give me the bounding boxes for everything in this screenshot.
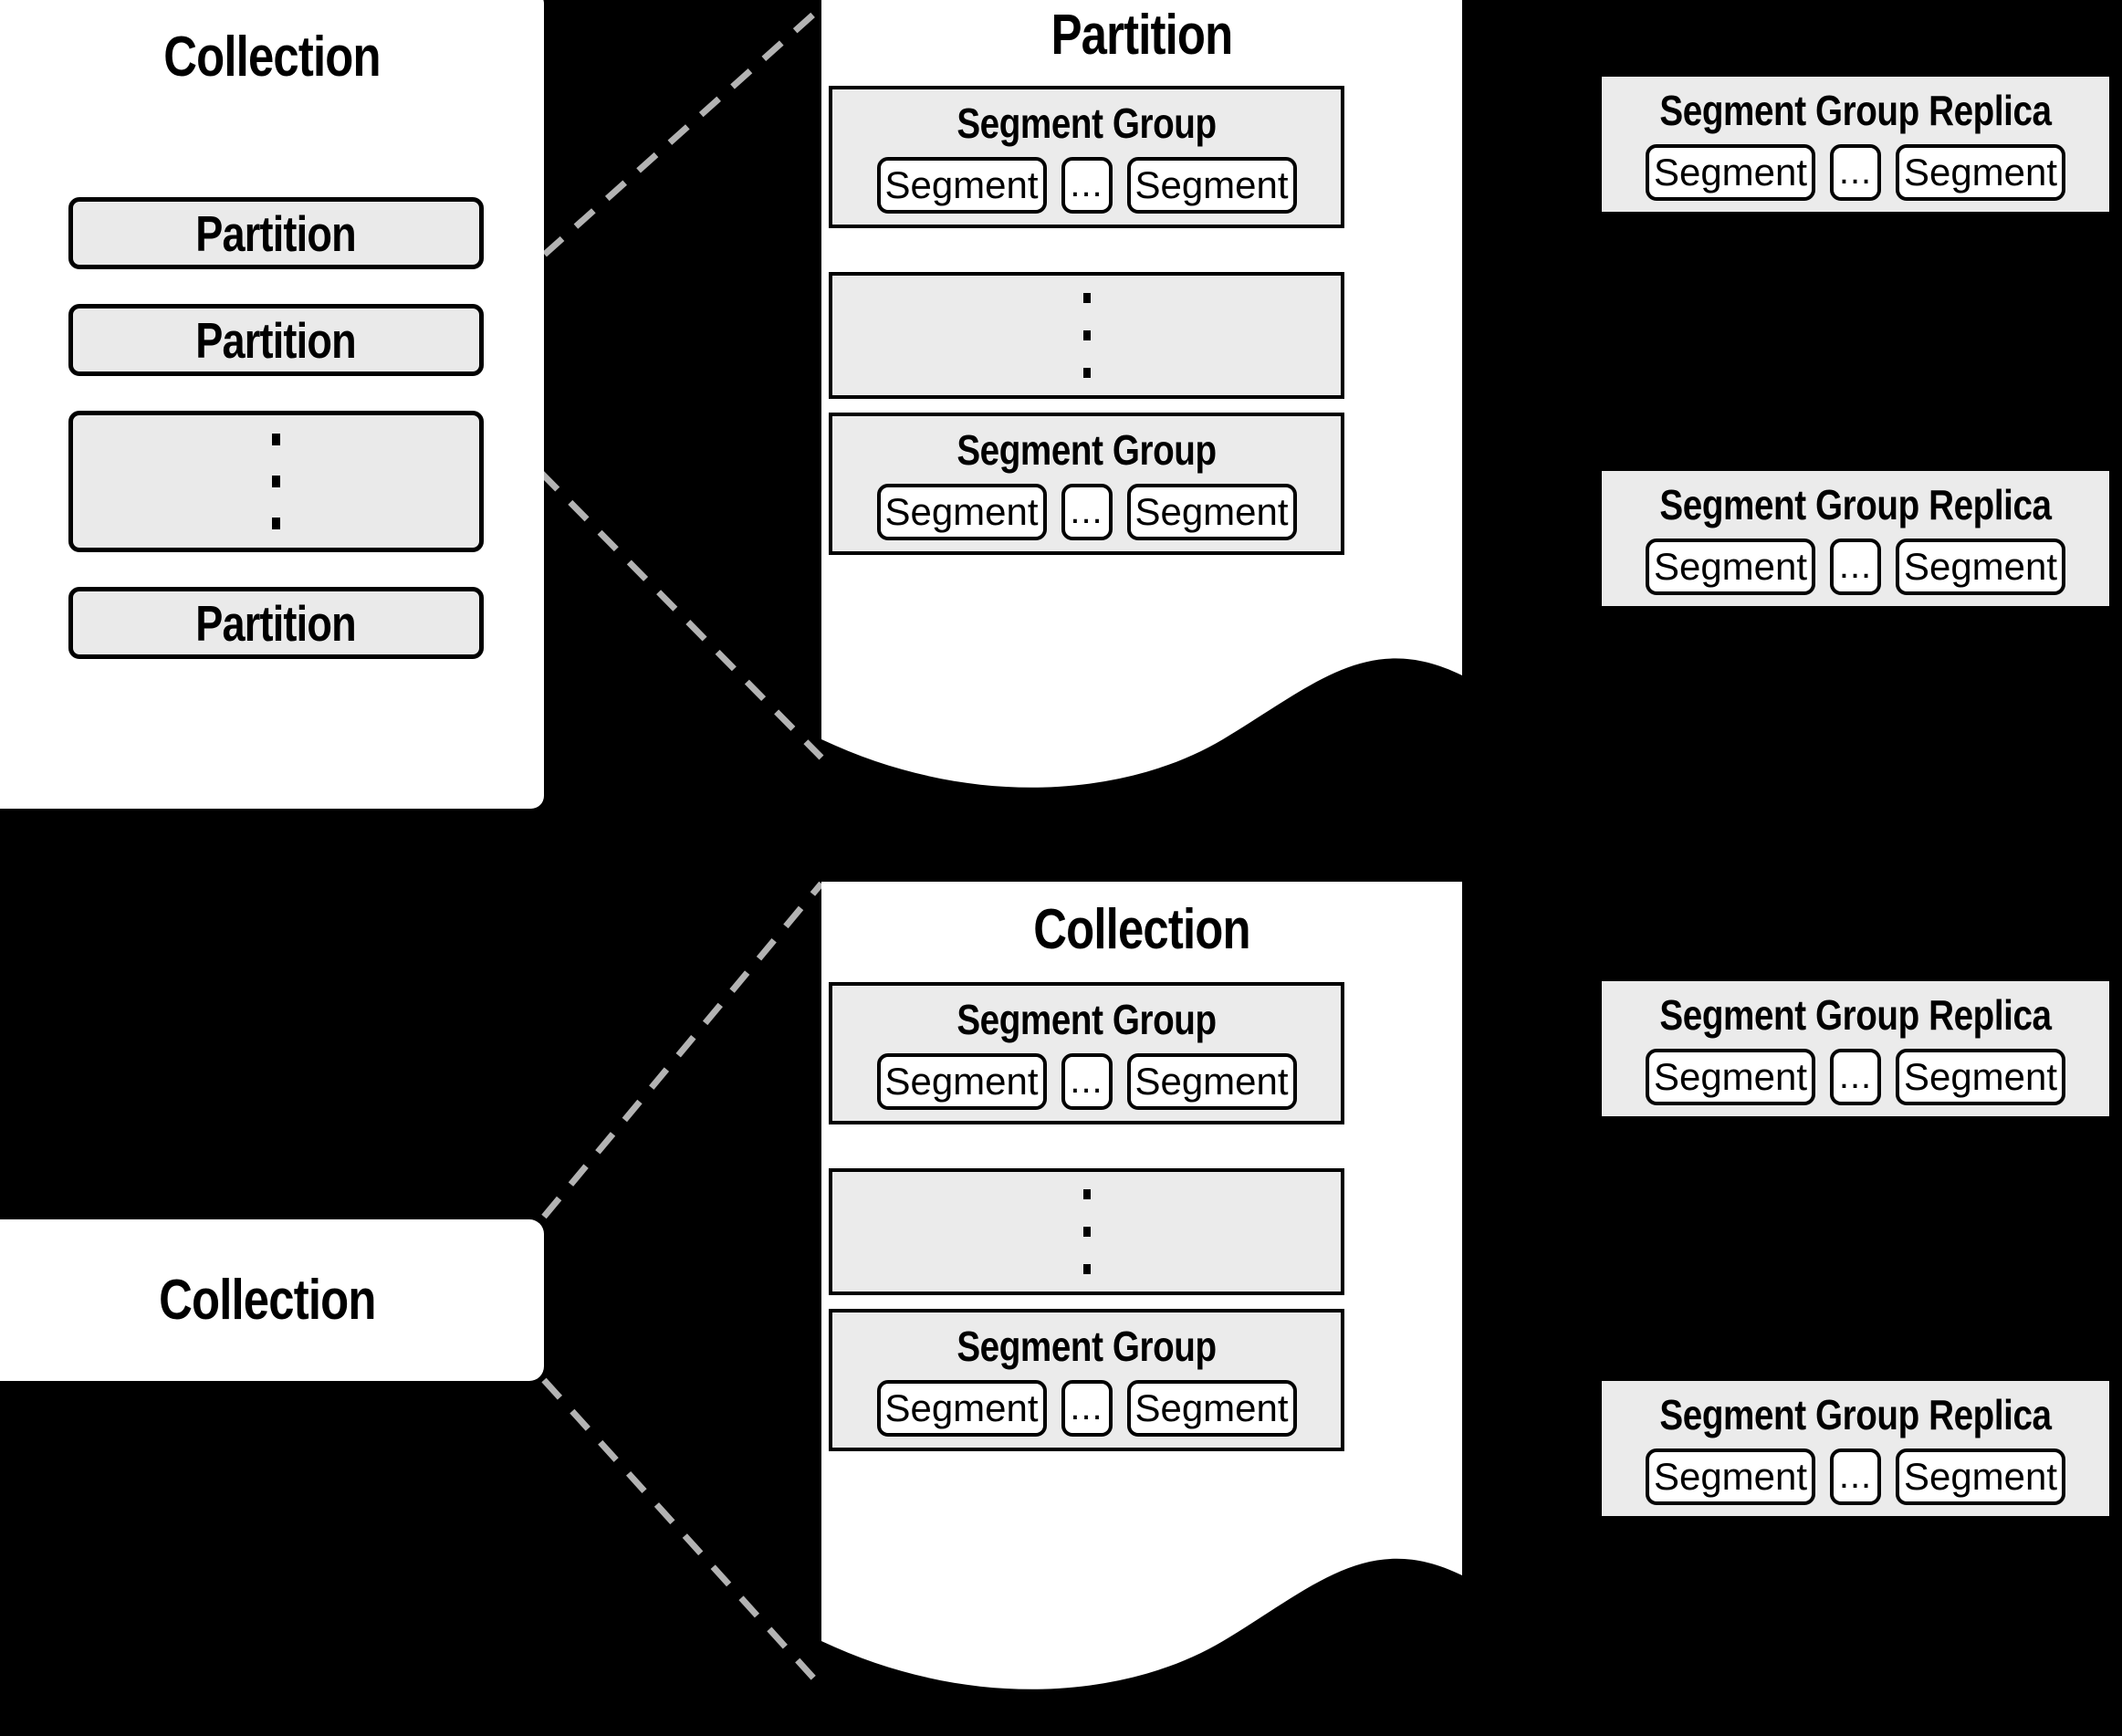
collection-segment-group-ellipsis bbox=[829, 1168, 1344, 1295]
collection-box[interactable]: Collection bbox=[0, 1219, 544, 1381]
segment-ellipsis: ... bbox=[1830, 1448, 1881, 1505]
segment-group-replica-title: Segment Group Replica bbox=[1659, 1391, 2052, 1438]
segment-box[interactable]: Segment bbox=[876, 156, 1047, 214]
collection-box-title: Collection bbox=[159, 1268, 376, 1332]
partition-segment-group-ellipsis bbox=[829, 272, 1344, 399]
collection-replica-2[interactable]: Segment Group Replica Segment ... Segmen… bbox=[1602, 1381, 2109, 1516]
segment-box[interactable]: Segment bbox=[1896, 538, 2065, 595]
connector-collection-top bbox=[541, 881, 824, 1219]
segment-group-replica-title: Segment Group Replica bbox=[1659, 991, 2052, 1039]
segment-box[interactable]: Segment bbox=[1126, 483, 1297, 540]
segment-box[interactable]: Segment bbox=[876, 483, 1047, 540]
segment-box[interactable]: Segment bbox=[876, 1379, 1047, 1437]
partition-segment-group-1[interactable]: Segment Group Segment ... Segment bbox=[829, 86, 1344, 228]
segment-group-title: Segment Group bbox=[956, 99, 1217, 147]
segment-row: Segment ... Segment bbox=[832, 483, 1341, 540]
segment-box[interactable]: Segment bbox=[876, 1052, 1047, 1110]
partition-row-2[interactable]: Partition bbox=[68, 304, 484, 376]
segment-box[interactable]: Segment bbox=[1646, 143, 1815, 201]
collection-card-title: Collection bbox=[163, 26, 381, 89]
collection-sheet[interactable]: Collection Segment Group Segment ... Seg… bbox=[821, 882, 1462, 1736]
segment-group-replica-title: Segment Group Replica bbox=[1659, 87, 2052, 134]
partition-sheet[interactable]: Partition Segment Group Segment ... Segm… bbox=[821, 0, 1462, 812]
partition-segment-group-2[interactable]: Segment Group Segment ... Segment bbox=[829, 413, 1344, 555]
segment-ellipsis: ... bbox=[1061, 1052, 1113, 1110]
segment-row: Segment ... Segment bbox=[832, 1379, 1341, 1437]
segment-group-title: Segment Group bbox=[956, 996, 1217, 1043]
vertical-ellipsis-icon bbox=[272, 434, 280, 529]
segment-row: Segment ... Segment bbox=[1602, 143, 2109, 201]
partition-row-label: Partition bbox=[195, 311, 357, 369]
partition-row-label: Partition bbox=[195, 204, 357, 262]
partition-sheet-title: Partition bbox=[1051, 4, 1234, 67]
segment-box[interactable]: Segment bbox=[1126, 156, 1297, 214]
collection-segment-group-1[interactable]: Segment Group Segment ... Segment bbox=[829, 982, 1344, 1124]
partition-row-label: Partition bbox=[195, 594, 357, 652]
segment-ellipsis: ... bbox=[1830, 538, 1881, 595]
partition-row-1[interactable]: Partition bbox=[68, 197, 484, 269]
vertical-ellipsis-icon bbox=[1082, 1189, 1091, 1274]
segment-ellipsis: ... bbox=[1830, 143, 1881, 201]
partition-row-3[interactable]: Partition bbox=[68, 587, 484, 659]
segment-box[interactable]: Segment bbox=[1646, 538, 1815, 595]
segment-row: Segment ... Segment bbox=[832, 156, 1341, 214]
connector-collection-bottom bbox=[541, 1377, 824, 1689]
collection-sheet-title: Collection bbox=[1033, 898, 1250, 961]
segment-ellipsis: ... bbox=[1061, 483, 1113, 540]
segment-row: Segment ... Segment bbox=[1602, 1048, 2109, 1105]
segment-group-title: Segment Group bbox=[956, 1323, 1217, 1370]
partition-replica-1[interactable]: Segment Group Replica Segment ... Segmen… bbox=[1602, 77, 2109, 212]
segment-box[interactable]: Segment bbox=[1126, 1052, 1297, 1110]
segment-box[interactable]: Segment bbox=[1646, 1048, 1815, 1105]
segment-box[interactable]: Segment bbox=[1896, 1448, 2065, 1505]
collection-replica-1[interactable]: Segment Group Replica Segment ... Segmen… bbox=[1602, 981, 2109, 1116]
segment-row: Segment ... Segment bbox=[832, 1052, 1341, 1110]
segment-group-title: Segment Group bbox=[956, 426, 1217, 474]
segment-group-replica-title: Segment Group Replica bbox=[1659, 481, 2052, 528]
segment-ellipsis: ... bbox=[1061, 156, 1113, 214]
segment-box[interactable]: Segment bbox=[1896, 1048, 2065, 1105]
vertical-ellipsis-icon bbox=[1082, 293, 1091, 378]
segment-ellipsis: ... bbox=[1061, 1379, 1113, 1437]
segment-ellipsis: ... bbox=[1830, 1048, 1881, 1105]
partition-row-ellipsis bbox=[68, 411, 484, 552]
collection-card[interactable]: Collection Partition Partition Partition bbox=[0, 0, 544, 809]
segment-box[interactable]: Segment bbox=[1126, 1379, 1297, 1437]
collection-segment-group-2[interactable]: Segment Group Segment ... Segment bbox=[829, 1309, 1344, 1451]
segment-row: Segment ... Segment bbox=[1602, 538, 2109, 595]
segment-box[interactable]: Segment bbox=[1646, 1448, 1815, 1505]
segment-row: Segment ... Segment bbox=[1602, 1448, 2109, 1505]
segment-box[interactable]: Segment bbox=[1896, 143, 2065, 201]
partition-replica-2[interactable]: Segment Group Replica Segment ... Segmen… bbox=[1602, 471, 2109, 606]
